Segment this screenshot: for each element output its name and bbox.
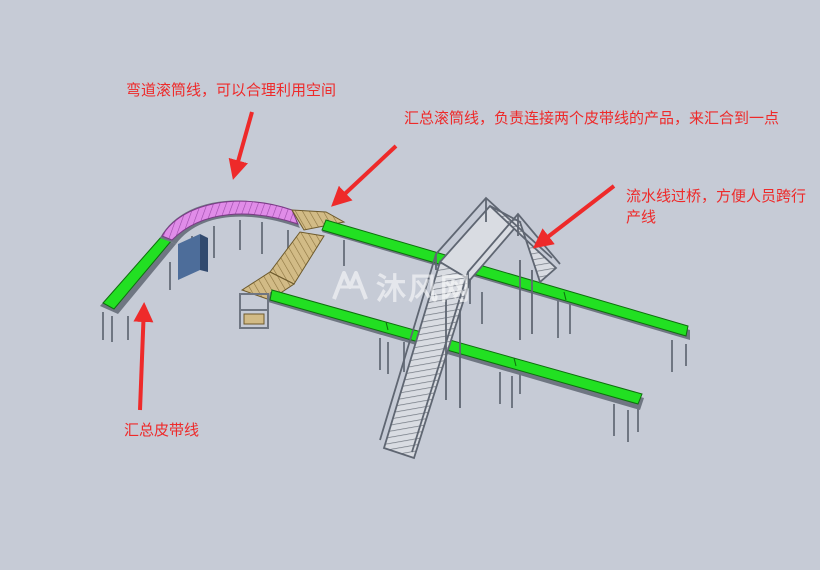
electrical-cabinet	[178, 234, 208, 280]
label-crossover-bridge: 流水线过桥，方便人员跨行产线	[626, 187, 807, 226]
arrow-bridge	[532, 184, 616, 249]
label-summary-belt-line: 汇总皮带线	[124, 421, 200, 439]
watermark-text: 沐风网	[376, 272, 472, 307]
watermark-logo-icon	[332, 271, 368, 300]
support-legs	[102, 220, 687, 442]
summary-belt-line	[100, 235, 176, 314]
annotation-arrows	[133, 111, 616, 411]
arrow-belt	[133, 302, 154, 411]
merge-roller-line	[239, 209, 346, 329]
label-curved-roller-line: 弯道滚筒线，可以合理利用空间	[126, 81, 337, 99]
label-merge-roller-line: 汇总滚筒线，负责连接两个皮带线的产品，来汇合到一点	[404, 109, 780, 127]
upper-belt-line	[321, 219, 690, 340]
arrow-merge	[331, 144, 398, 207]
curved-roller-line	[160, 200, 300, 244]
lower-belt-line	[268, 289, 644, 410]
arrow-curve	[228, 111, 254, 180]
watermark: 沐风网	[330, 264, 472, 308]
